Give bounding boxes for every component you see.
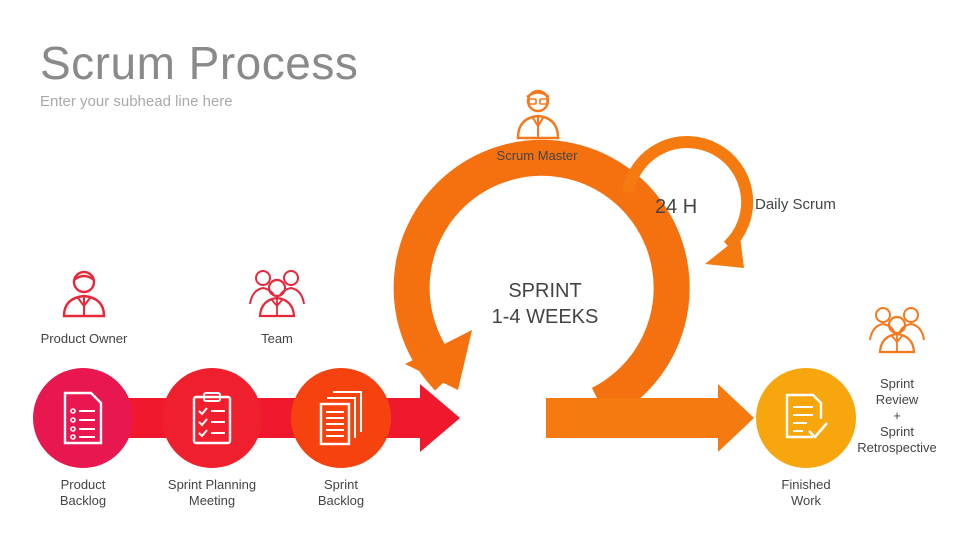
- sprint-planning-circle: [162, 368, 262, 468]
- sprint-planning-label-line2: Meeting: [188, 493, 236, 508]
- clipboard-checklist-icon: [192, 392, 232, 445]
- product-backlog-label: Product Backlog: [13, 477, 153, 509]
- backlog-arrow-head: [420, 384, 460, 452]
- sprint-loop-arrow-head: [405, 330, 472, 390]
- team-label: Team: [261, 331, 293, 346]
- review-line4: Sprint: [880, 424, 914, 439]
- review-line5: Retrospective: [857, 440, 937, 455]
- daily-scrum-label: Daily Scrum: [755, 196, 836, 213]
- daily-loop-arrow-head: [705, 236, 744, 268]
- sprint-label-line2: 1-4 WEEKS: [491, 306, 599, 328]
- product-backlog-circle: [33, 368, 133, 468]
- scrum-master-icon: [516, 89, 560, 140]
- sprint-backlog-label-line2: Backlog: [317, 493, 365, 508]
- scrum-master-label: Scrum Master: [496, 148, 578, 163]
- finished-work-label-line1: Finished: [781, 477, 831, 492]
- sprint-label-line1: SPRINT: [508, 280, 582, 302]
- sprint-planning-label: Sprint Planning Meeting: [142, 477, 282, 509]
- review-line3: +: [893, 408, 901, 423]
- finished-work-label: Finished Work: [736, 477, 876, 509]
- document-check-icon: [785, 393, 828, 439]
- product-owner-icon: [62, 270, 106, 318]
- sprint-backlog-label-line1: Sprint: [324, 477, 358, 492]
- sprint-planning-label-line1: Sprint Planning: [167, 477, 257, 492]
- output-bar: [546, 398, 722, 438]
- document-list-icon: [63, 391, 103, 445]
- product-backlog-label-line1: Product: [60, 477, 106, 492]
- finished-work-circle: [756, 368, 856, 468]
- page-subtitle: Enter your subhead line here: [40, 93, 233, 110]
- sprint-backlog-label: Sprint Backlog: [271, 477, 411, 509]
- sprint-backlog-circle: [291, 368, 391, 468]
- product-backlog-label-line2: Backlog: [59, 493, 107, 508]
- document-stack-icon: [319, 391, 362, 446]
- finished-work-label-line2: Work: [790, 493, 822, 508]
- page-title: Scrum Process: [40, 37, 359, 89]
- review-team-icon: [869, 307, 925, 354]
- daily-loop: [622, 136, 754, 251]
- review-line2: Review: [875, 392, 919, 407]
- daily-cycle-label: 24 H: [655, 196, 698, 218]
- sprint-loop-ring: [393, 139, 690, 421]
- output-arrow-head: [718, 384, 754, 452]
- review-retrospective-label: Sprint Review + Sprint Retrospective: [827, 376, 960, 456]
- review-line1: Sprint: [880, 376, 914, 391]
- product-owner-label: Product Owner: [40, 331, 128, 346]
- team-icon: [249, 270, 305, 318]
- sprint-label: SPRINT 1-4 WEEKS: [455, 278, 635, 330]
